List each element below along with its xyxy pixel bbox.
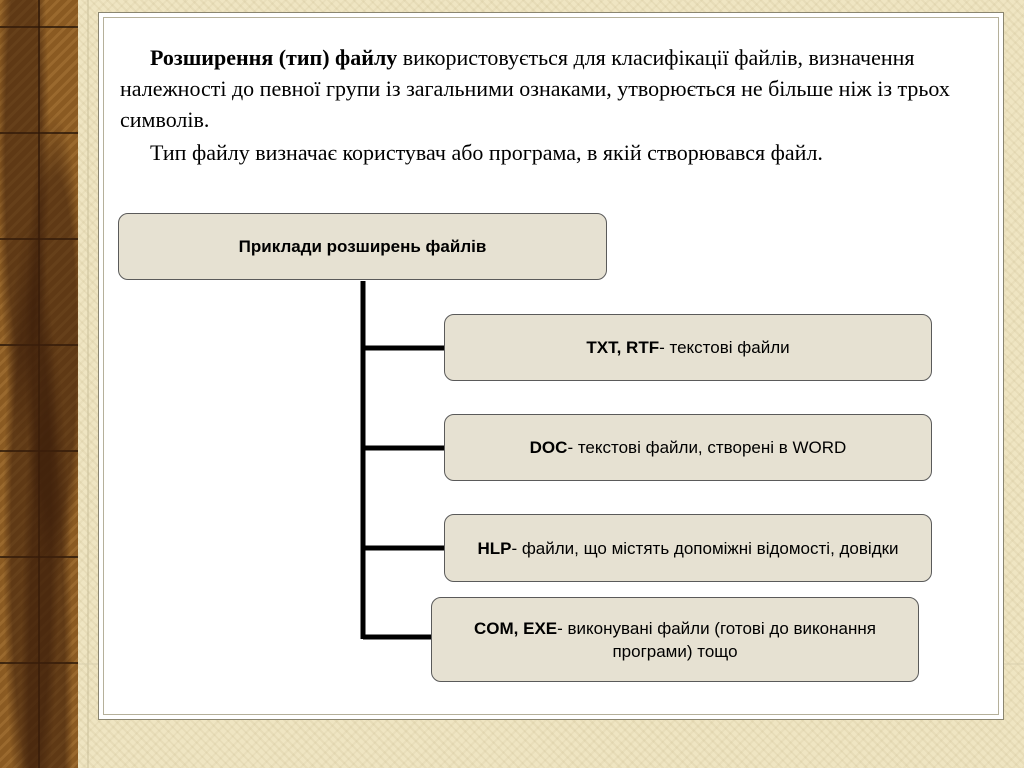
diagram-item-text: DOC- текстові файли, створені в WORD: [530, 436, 847, 459]
extension-description: - файли, що містять допоміжні відомості,…: [511, 538, 899, 558]
diagram-item-text: COM, EXE- виконувані файли (готові до ви…: [472, 617, 878, 663]
paragraph-type: Тип файлу визначає користувач або програ…: [150, 140, 823, 165]
diagram-item-text: TXT, RTF- текстові файли: [586, 336, 789, 359]
diagram-item-text: HLP- файли, що містять допоміжні відомос…: [477, 537, 898, 560]
extension-description: - текстові файли, створені в WORD: [567, 438, 847, 457]
diagram-root-box: Приклади розширень файлів: [118, 213, 607, 280]
diagram-root-label: Приклади розширень файлів: [238, 237, 487, 256]
extension-label: COM, EXE: [474, 618, 558, 638]
diagram-item-com-exe: COM, EXE- виконувані файли (готові до ви…: [431, 597, 919, 682]
extension-label: DOC: [529, 438, 568, 457]
definition-text: використовується для класифікації файлів…: [120, 45, 950, 132]
diagram-item-txt-rtf: TXT, RTF- текстові файли: [444, 314, 932, 381]
decorative-left-strip: [0, 0, 78, 768]
diagram-item-doc: DOC- текстові файли, створені в WORD: [444, 414, 932, 481]
extension-label: TXT, RTF: [586, 338, 660, 357]
term-bold: Розширення (тип) файлу: [150, 45, 398, 70]
extension-label: HLP: [477, 538, 512, 558]
extension-description: - виконувані файли (готові до виконання …: [557, 618, 876, 661]
extension-description: - текстові файли: [659, 338, 790, 357]
slide-text: Розширення (тип) файлу використовується …: [120, 42, 960, 170]
paragraph-definition: Розширення (тип) файлу використовується …: [120, 42, 960, 135]
diagram-item-hlp: HLP- файли, що містять допоміжні відомос…: [444, 514, 932, 582]
